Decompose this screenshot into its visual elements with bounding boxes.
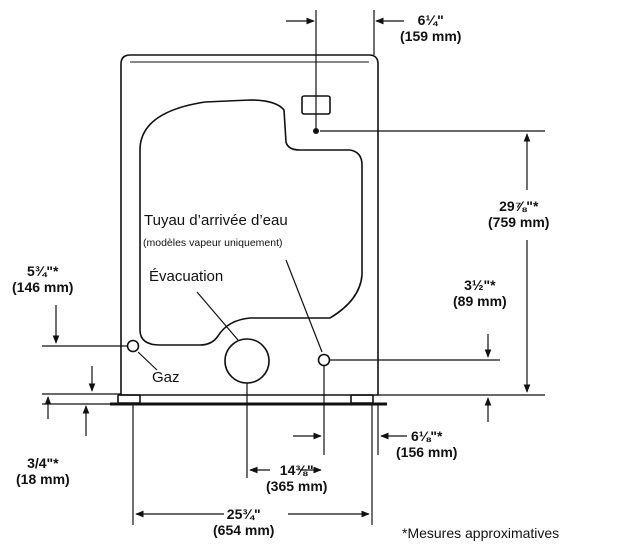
dim-inlet-offset: 6⅛"* (156 mm) [396,428,457,460]
dim-gas-height-metric: (146 mm) [12,279,74,295]
dim-drain-to-inlet: 14⅜" (365 mm) [266,462,327,494]
dim-foot-height: 3/4"* (18 mm) [16,455,70,487]
water-inlet-label: Tuyau d’arrivée d’eau [144,212,288,229]
dim-foot-height-imperial: 3/4"* [27,455,59,471]
dim-top-offset: 6¼" (159 mm) [400,12,461,44]
dim-inlet-height-imperial: 29⅞"* [499,198,539,214]
gas-label: Gaz [152,369,180,386]
dim-top-offset-metric: (159 mm) [400,28,462,44]
water-inlet-connection-icon [317,353,331,367]
dimension-lines [42,10,545,525]
dim-gas-height-imperial: 5¾"* [26,263,59,279]
drain-label: Évacuation [149,268,224,285]
dim-drain-height: 3½"* (89 mm) [453,277,507,309]
dim-top-offset-imperial: 6¼" [417,12,444,28]
top-reference-dot [313,128,319,134]
dim-gas-height: 5¾"* (146 mm) [12,263,73,295]
dim-inlet-offset-imperial: 6⅛"* [410,428,443,444]
water-inlet-note: (modèles vapeur uniquement) [143,237,283,249]
dim-drain-height-imperial: 3½"* [464,277,496,293]
dim-drain-to-inlet-imperial: 14⅜" [279,462,314,478]
dim-overall-width-metric: (654 mm) [213,522,275,538]
dim-inlet-height: 29⅞"* (759 mm) [488,198,549,230]
leader-lines [137,259,323,371]
dim-drain-to-inlet-metric: (365 mm) [266,478,328,494]
dim-drain-height-metric: (89 mm) [453,293,507,309]
dim-overall-width-imperial: 25¾" [226,506,261,522]
gas-connection-icon [126,339,140,353]
dim-inlet-offset-metric: (156 mm) [396,444,458,460]
appliance-outline [110,54,387,406]
dim-inlet-height-metric: (759 mm) [488,214,550,230]
dim-foot-height-metric: (18 mm) [16,471,70,487]
footnote: *Mesures approximatives [402,525,560,541]
connection-points [126,128,331,367]
dim-overall-width: 25¾" (654 mm) [213,506,274,538]
